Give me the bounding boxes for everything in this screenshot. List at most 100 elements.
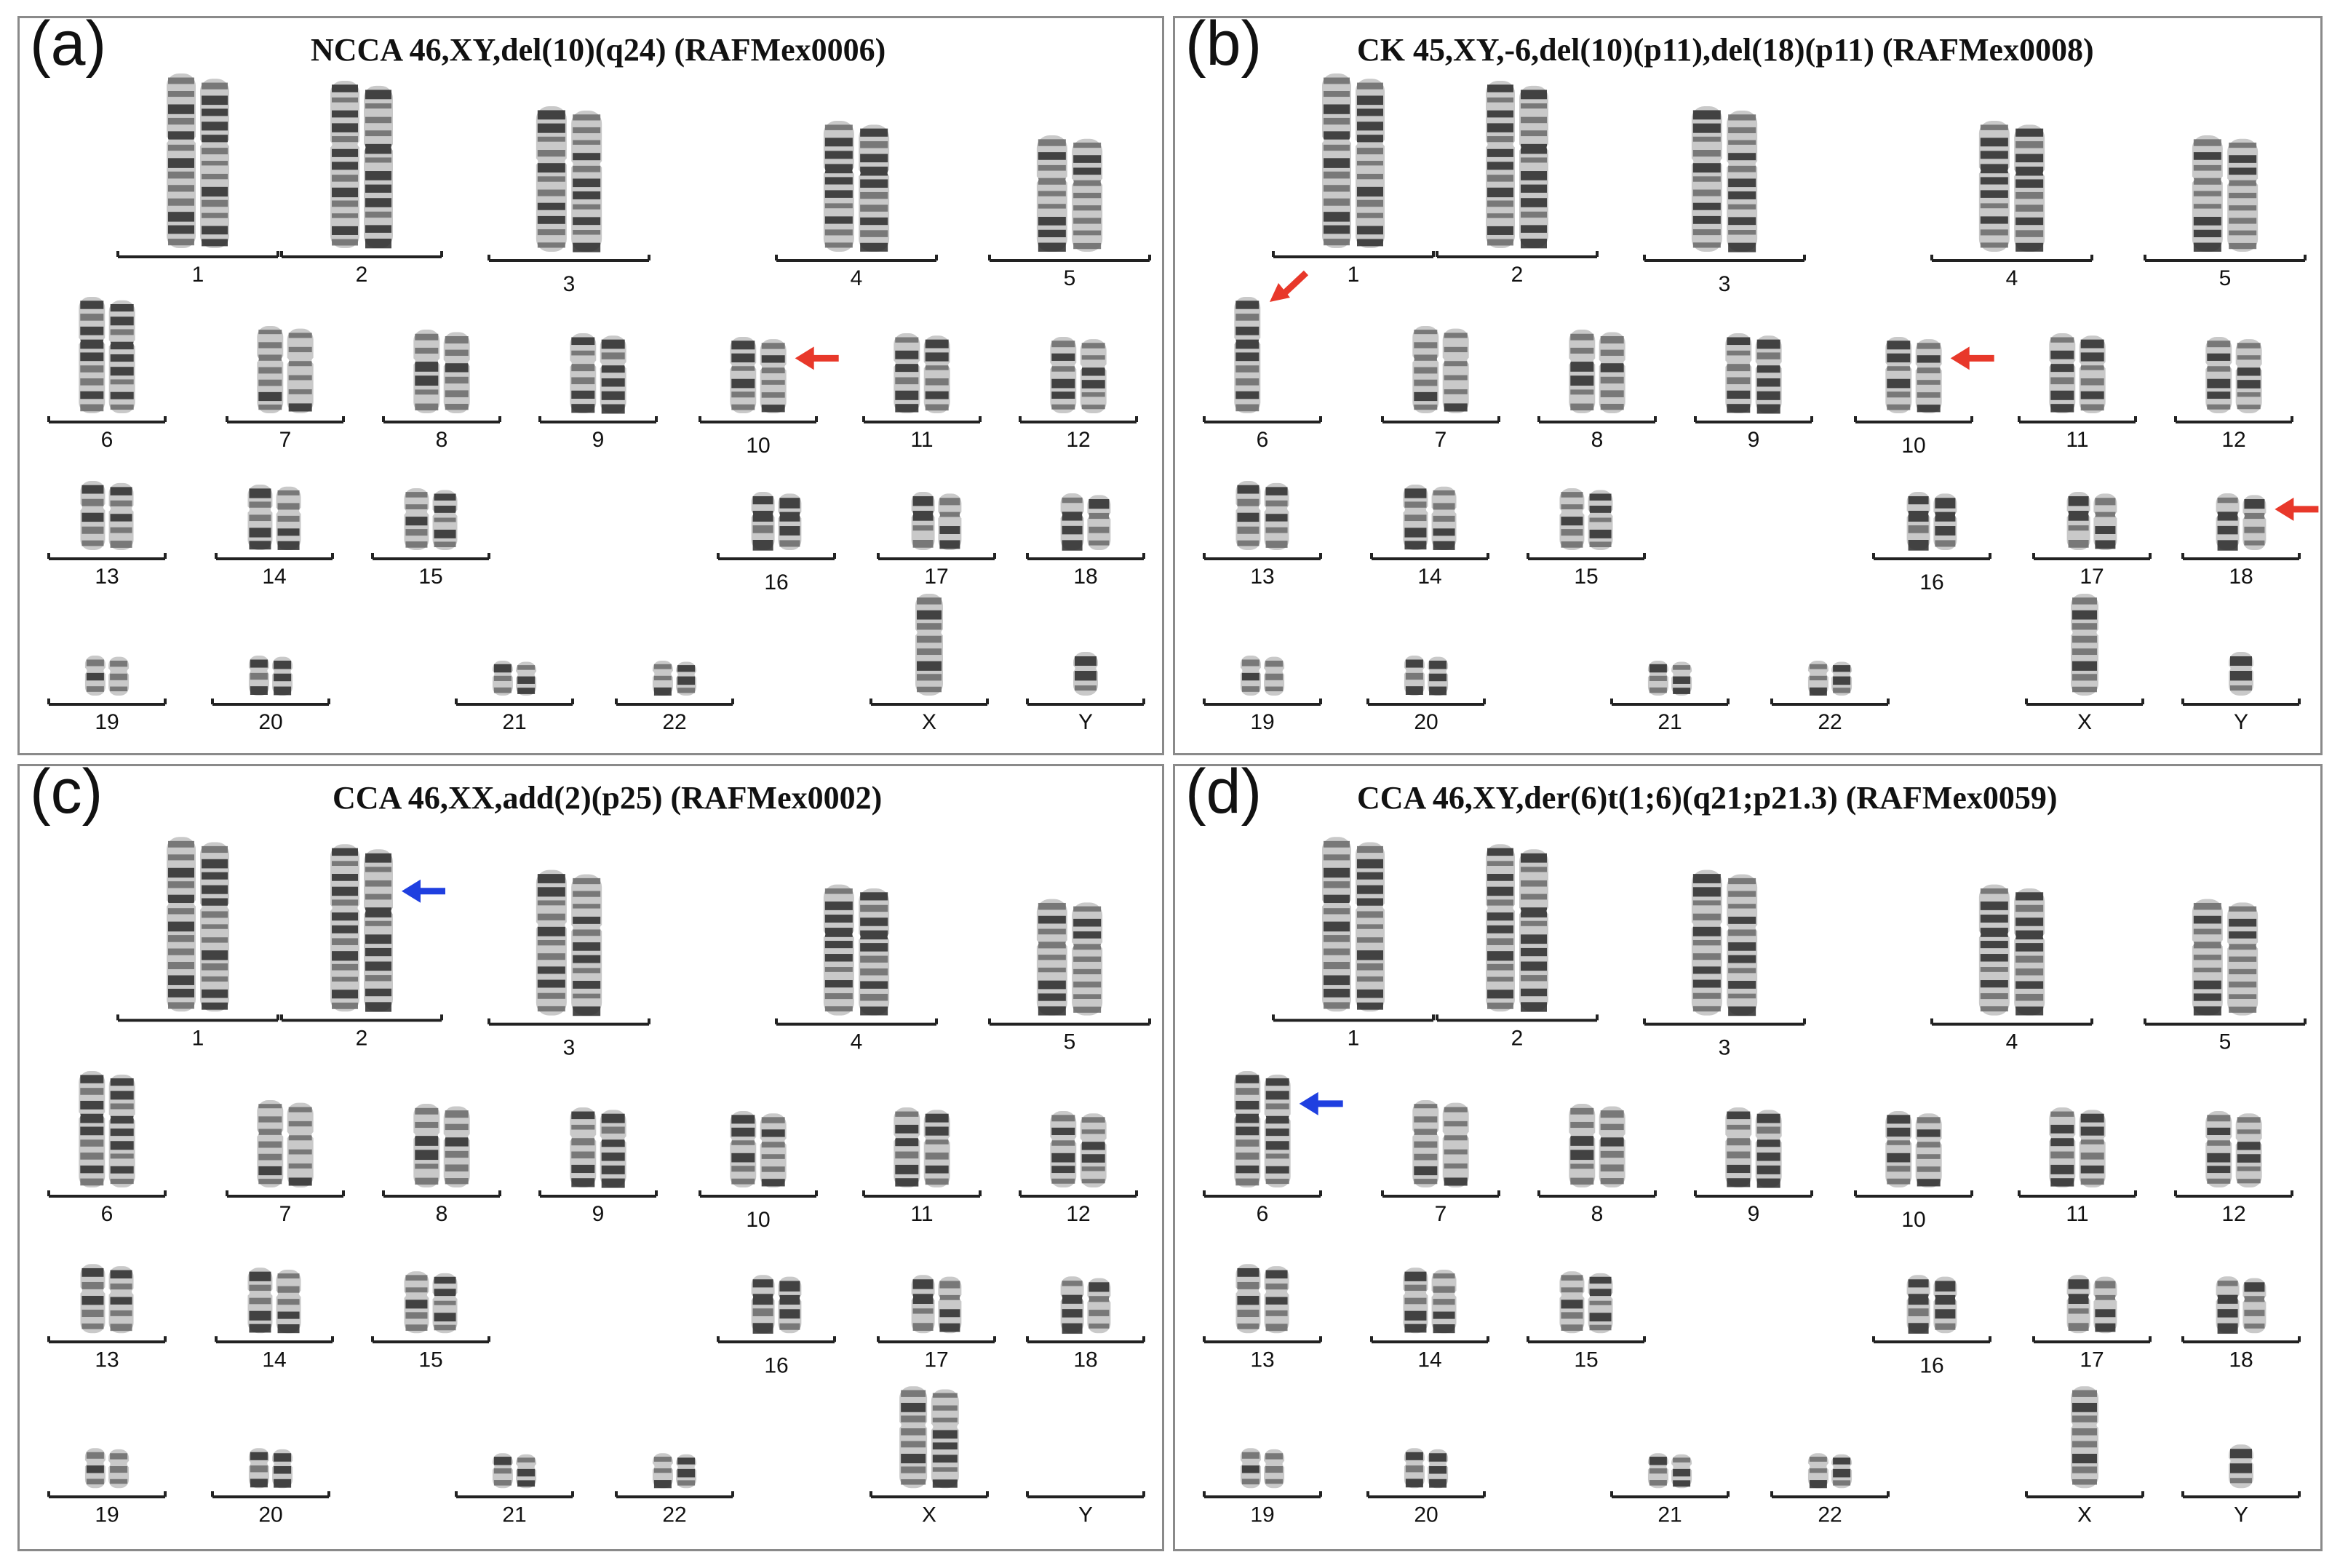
chromosome-18-left [1059,1276,1085,1334]
chromosome-1-right [199,79,230,248]
chromosome-4-left [822,121,855,252]
chromosome-9-left [1724,333,1753,413]
chromosome-14-left [1402,485,1429,550]
chromosome-label: 4 [851,266,863,290]
chromosome-label: Y [1078,1503,1093,1527]
chromosome-label: 10 [1901,434,1925,458]
chromosome-8-right [1598,332,1626,413]
chromosome-label: 6 [1257,428,1269,452]
chromosome-1-right [1355,79,1385,248]
chromosome-label: 16 [764,570,788,594]
chromosome-label: 20 [258,1503,282,1527]
chromosome-9-left [569,1107,597,1188]
chromosome-12-right [1079,339,1107,413]
chromosome-label: 7 [279,1202,292,1226]
chromosome-13-left [79,481,106,550]
chromosome-label: 8 [436,428,448,452]
chromosome-13-left [79,1264,106,1334]
chromosome-7-left [256,1100,284,1188]
chromosome-X [915,594,944,696]
chromosome-13-left [1235,1264,1262,1334]
karyotype-panel-c: (c) CCA 46,XX,add(2)(p25) (RAFMex0002) 1… [17,760,1164,1551]
chromosome-15-left [403,488,430,550]
chromosome-11-right [2078,1110,2106,1188]
chromosome-10-left [729,1111,757,1188]
chromosome-20-right [271,656,294,696]
chromosome-11-right [923,1110,951,1188]
chromosome-label: 19 [1250,1503,1274,1527]
chromosome-20-left [1403,1448,1425,1489]
chromosome-3-left [535,869,568,1016]
chromosome-label: 5 [2219,266,2232,290]
chromosome-12-right [1079,1113,1107,1188]
chromosome-11-left [2048,333,2077,413]
chromosome-label: 16 [764,1353,788,1377]
chromosome-2-left [330,81,360,248]
chromosome-21-right [515,661,538,696]
chromosome-13-left [1235,481,1262,550]
chromosome-3-left [1690,106,1723,252]
chromosome-2-right [363,85,394,249]
chromosome-2-right [363,849,394,1012]
chromosome-17-right [937,1276,963,1334]
chromosome-label: 10 [746,1208,770,1232]
chromosome-17-right [2093,1276,2118,1334]
chromosome-label: 14 [1417,1348,1441,1372]
chromosome-18-left [2215,493,2240,551]
chromosome-7-left [1412,326,1440,413]
chromosome-20-left [247,656,270,696]
chromosome-22-left [651,1453,674,1489]
chromosome-9-right [599,1110,627,1188]
panel-letter: (b) [1185,9,1262,79]
chromosome-19-left [1239,1448,1262,1489]
chromosome-label: 18 [2229,565,2253,589]
panel-title: CCA 46,XX,add(2)(p25) (RAFMex0002) [333,780,883,816]
chromosome-6-left [1233,1071,1262,1188]
chromosome-label: 6 [101,1202,114,1226]
chromosome-8-right [1598,1106,1626,1188]
chromosome-label: X [2077,1503,2092,1527]
chromosome-label: 17 [2080,1348,2104,1372]
chromosome-label: 3 [1719,1036,1731,1060]
chromosome-10-right [759,1113,787,1188]
chromosome-5-right [2226,138,2259,252]
annotation-arrow [402,879,445,903]
chromosome-7-right [1441,328,1470,413]
chromosome-19-right [108,656,130,696]
chromosome-1-right [1355,842,1385,1012]
chromosome-label: Y [1078,710,1093,734]
chromosome-12-left [1049,337,1078,413]
annotation-arrow [1270,270,1309,302]
chromosome-3-right [1726,874,1759,1016]
chromosome-11-left [893,333,921,413]
chromosome-5-left [1035,135,1068,252]
chromosome-label: 12 [1066,428,1090,452]
chromosome-12-left [2205,1111,2233,1188]
chromosome-19-right [1263,656,1286,696]
chromosome-15-right [431,490,458,550]
chromosome-15-right [1587,490,1614,550]
chromosome-19-left [84,656,106,696]
chromosome-label: 14 [262,1348,286,1372]
chromosome-label: 15 [418,565,442,589]
chromosome-22-left [1807,661,1829,696]
panel-title: CCA 46,XY,der(6)t(1;6)(q21;p21.3) (RAFMe… [1357,780,2058,816]
chromosome-4-right [2013,888,2046,1016]
chromosome-12-right [2234,339,2263,413]
chromosome-4-right [2013,124,2046,252]
chromosome-4-right [858,124,891,252]
chromosome-17-right [2093,493,2118,550]
chromosome-18-left [2215,1276,2240,1334]
annotation-arrow [1950,346,1994,370]
chromosome-4-right [858,888,891,1016]
chromosome-label: 11 [910,1202,933,1226]
chromosome-label: 20 [258,710,282,734]
chromosome-label: 21 [502,1503,526,1527]
chromosome-18-right [2242,495,2267,550]
chromosome-16-left [750,492,776,551]
chromosome-3-right [570,874,603,1016]
chromosome-14-right [1430,1269,1457,1334]
chromosome-18-right [2242,1278,2267,1334]
chromosome-label: 4 [851,1030,863,1054]
